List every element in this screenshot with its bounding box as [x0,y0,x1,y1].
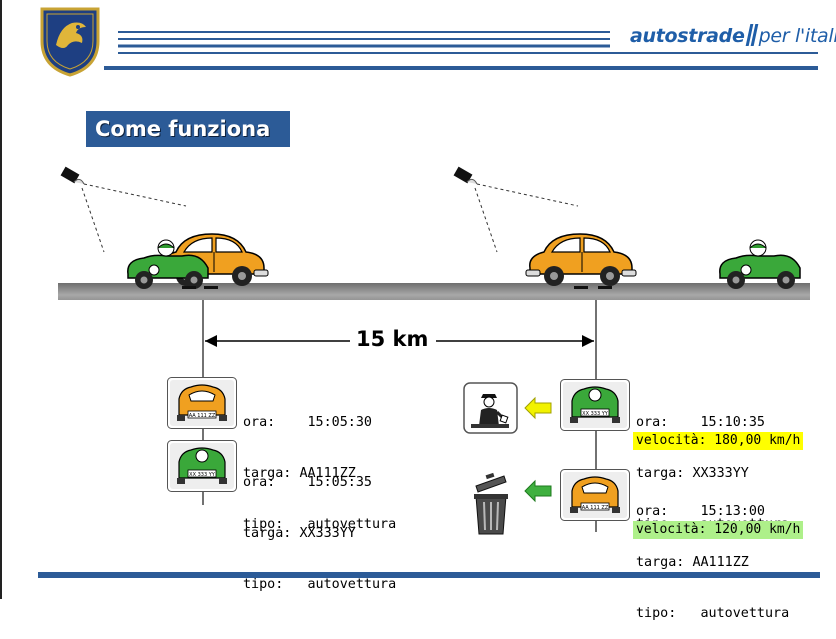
orange-car-2-icon [525,233,637,287]
record-left-2-info: ora: 15:05:35 targa: XX333YY tipo: autov… [243,475,397,592]
arrow-left-yellow-icon [524,396,552,420]
record-right-2-targa: AA111ZZ [692,555,749,570]
record-left-1-targa: AA111ZZ [299,466,356,481]
camera-2-icon [453,166,579,253]
record-right-1-targa: XX333YY [692,466,749,481]
record-left-1-plate: AA 111 ZZ [189,413,216,419]
record-right-2-info: ora: 15:13:00 targa: AA111ZZ tipo: autov… [636,504,790,621]
footer-bar [38,572,820,578]
record-left-1-tipo: autovettura [307,517,397,532]
record-left-2-plate: XX 333 YY [189,472,216,478]
record-right-2-speed: velocità: 120,00 km/h [633,521,804,539]
green-car-2-icon [719,239,801,290]
record-left-2-car-icon: XX 333 YY [167,440,237,492]
arrow-left-green-icon [524,479,552,503]
trash-bin-icon [474,472,508,535]
logo-bars-icon [747,24,757,46]
record-right-1-car-icon: XX 333 YY [560,379,630,431]
record-left-2-tipo: autovettura [307,577,397,592]
record-right-2-tipo: autovettura [700,606,790,621]
record-right-1-speed: velocità: 180,00 km/h [633,432,804,450]
record-left-2-ora: 15:05:35 [307,475,373,490]
header-decoration [104,31,818,70]
slide-title: Come funziona [86,111,290,147]
police-officer-icon [463,382,518,434]
record-left-2-targa: XX333YY [299,526,356,541]
record-right-2-plate: AA 111 ZZ [582,505,609,511]
record-left-1-info: ora: 15:05:30 targa: AA111ZZ tipo: autov… [243,415,397,532]
polizia-stradale-badge-icon [40,7,100,77]
record-right-1-velocita: 180,00 km/h [714,433,801,448]
record-right-2-car-icon: AA 111 ZZ [560,469,630,521]
record-right-2-ora: 15:13:00 [700,504,766,519]
slide-left-border [0,0,2,599]
road-scene [58,166,810,300]
distance-label: 15 km [352,327,433,351]
record-right-1-plate: XX 333 YY [582,411,609,417]
logo-brand: autostrade [630,25,745,47]
record-right-2-velocita: 120,00 km/h [714,522,801,537]
logo-subtitle: per l'italia [758,25,836,47]
road [58,283,810,300]
camera-1-icon [60,166,187,253]
record-left-1-ora: 15:05:30 [307,415,373,430]
record-right-1-ora: 15:10:35 [700,415,766,430]
record-left-1-car-icon: AA 111 ZZ [167,377,237,429]
autostrade-logo: autostrade per l'italia [630,24,836,47]
